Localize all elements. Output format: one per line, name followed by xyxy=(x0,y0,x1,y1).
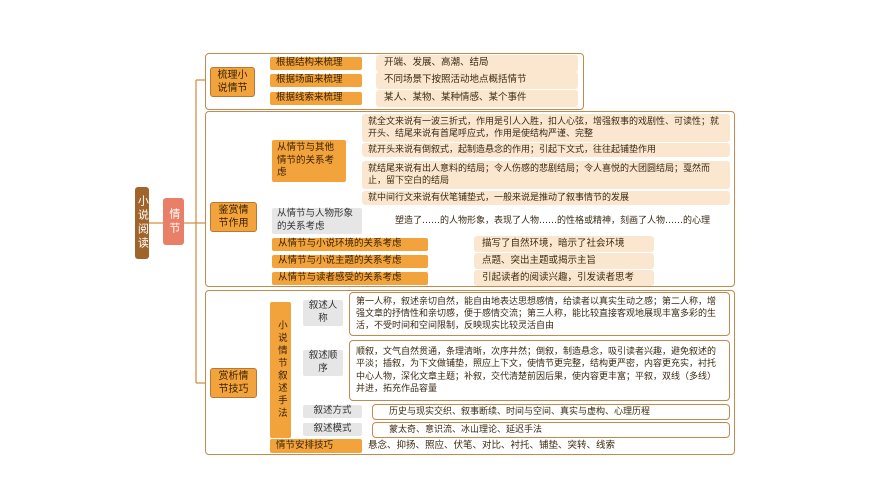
s1-label-clue: 根据线索来梳理 xyxy=(270,92,362,105)
s1-content-clue: 某人、某物、某种情感、某个事件 xyxy=(376,90,578,107)
s3-skill-label: 情节安排技巧 xyxy=(270,439,362,453)
s2-rel-reader-content: 引起读者的阅读兴趣，引发读者思考 xyxy=(474,270,654,286)
s2-rel-other-label: 从情节与其他情节的关系考虑 xyxy=(272,140,346,182)
section-title-sort-plot: 梳理小说情节 xyxy=(210,67,255,97)
s3-person-content: 第一人称，叙述亲切自然，能自由地表达思想感情，给读者以真实生动之感；第二人称，增… xyxy=(349,292,730,336)
s3-way-label: 叙述方式 xyxy=(303,405,362,418)
s3-order-label: 叙述顺序 xyxy=(303,350,343,376)
s1-label-scene: 根据场面来梳理 xyxy=(270,74,362,87)
s3-mode-content: 蒙太奇、意识流、冰山理论、延迟手法 xyxy=(372,422,730,438)
s2-rel-other-item-2: 就开头来说有倒叙式，起制造悬念的作用；引起下文式，往往起铺垫作用 xyxy=(362,143,730,157)
s3-person-label: 叙述人称 xyxy=(303,300,343,326)
s3-way-content: 历史与现实交织、叙事断续、时间与空间、真实与虚构、心理历程 xyxy=(372,404,730,420)
root-node: 小说阅读 xyxy=(135,187,149,259)
s2-rel-char-content: 塑造了……的人物形象，表现了人物……的性格或精神，刻画了人物……的心理 xyxy=(370,208,730,235)
s2-rel-char-label: 从情节与人物形象的关系考虑 xyxy=(272,208,362,234)
s2-rel-theme-content: 点题、突出主题或揭示主旨 xyxy=(474,253,654,269)
s1-content-structure: 开端、发展、高潮、结局 xyxy=(376,55,578,72)
s3-skill-content: 悬念、抑扬、照应、伏笔、对比、衬托、铺垫、突转、线索 xyxy=(362,438,730,454)
s2-rel-env-label: 从情节与小说环境的关系考虑 xyxy=(272,238,428,251)
s2-rel-reader-label: 从情节与读者感受的关系考虑 xyxy=(272,272,428,285)
section-title-plot-technique: 赏析情节技巧 xyxy=(210,368,257,398)
section-title-plot-function: 鉴赏情节作用 xyxy=(210,202,257,232)
s2-rel-env-content: 描写了自然环境，暗示了社会环境 xyxy=(474,236,654,252)
s3-mode-label: 叙述模式 xyxy=(303,423,362,436)
s1-content-scene: 不同场景下按照活动地点概括情节 xyxy=(376,72,578,89)
s2-rel-other-item-3: 就结尾来说有出人意料的结局；令人伤感的悲剧结局；令人喜悦的大团圆结局；戛然而止，… xyxy=(362,161,730,189)
s2-rel-theme-label: 从情节与小说主题的关系考虑 xyxy=(272,255,428,268)
s2-rel-other-item-1: 就全文来说有一波三折式，作用是引人入胜，扣人心弦，增强叙事的戏剧性、可读性；就开… xyxy=(362,114,730,142)
s1-label-structure: 根据结构来梳理 xyxy=(270,57,362,70)
s3-narration-label: 小说情节叙述手法 xyxy=(270,302,291,438)
s2-rel-other-item-4: 就中间行文来说有伏笔铺垫式，一般来说是推动了叙事情节的发展 xyxy=(362,191,730,205)
branch-node-plot: 情节 xyxy=(163,198,184,245)
s3-order-content: 顺叙，文气自然贯通，条理清晰，次序井然；倒叙，制造悬念，吸引读者兴趣，避免叙述的… xyxy=(349,340,730,401)
